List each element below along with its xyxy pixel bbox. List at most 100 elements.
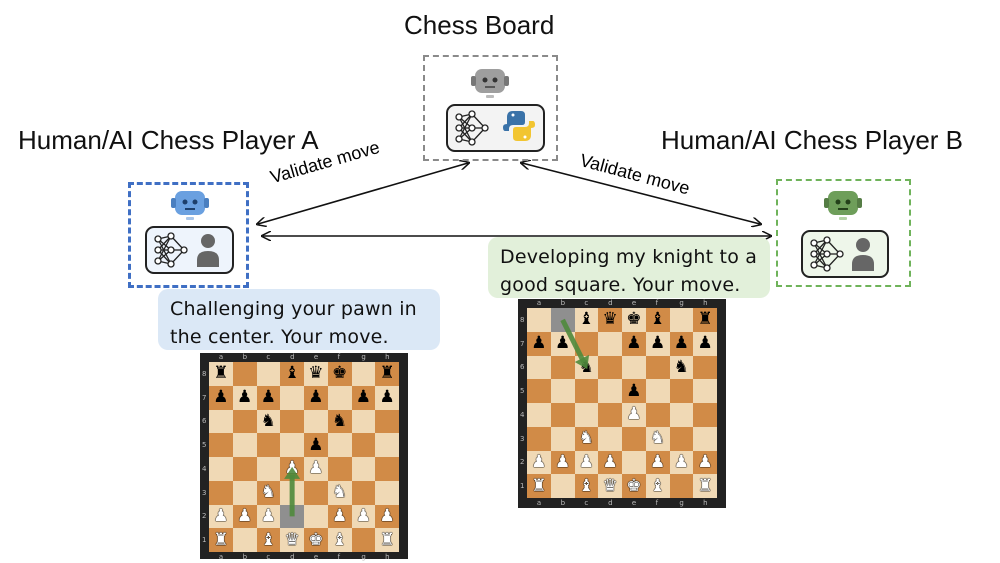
- black-r-piece: ♜: [213, 363, 229, 384]
- square-c8: ♝: [574, 308, 599, 332]
- black-q-piece: ♛: [308, 363, 324, 384]
- file-label: g: [679, 299, 684, 307]
- square-c5: [256, 433, 281, 457]
- file-label: c: [584, 299, 589, 307]
- file-label: h: [703, 299, 708, 307]
- square-a3: [209, 480, 233, 505]
- player-a-speech-bubble: Challenging your pawn in the center. You…: [158, 289, 440, 350]
- player-a-title: Human/AI Chess Player A: [18, 125, 319, 155]
- black-b-piece: ♝: [650, 309, 666, 330]
- white-q-piece: ♛: [284, 529, 300, 550]
- square-d6: [280, 409, 304, 434]
- file-label: a: [218, 553, 224, 561]
- file-label: h: [385, 553, 390, 561]
- square-a2: ♟: [209, 504, 233, 529]
- black-k-piece: ♚: [332, 363, 348, 384]
- player-b-agent-box: [776, 179, 911, 287]
- file-label: e: [313, 553, 319, 561]
- white-r-piece: ♜: [531, 475, 547, 496]
- square-c7: ♟: [256, 385, 281, 410]
- player-b-title: Human/AI Chess Player B: [661, 125, 964, 155]
- rank-label: 6: [202, 417, 207, 426]
- move-arrow: [560, 318, 590, 370]
- square-c3: ♞: [574, 426, 599, 451]
- square-c1: ♝: [574, 474, 599, 498]
- square-a5: [527, 379, 551, 403]
- white-n-piece: ♞: [578, 428, 594, 449]
- black-b-piece: ♝: [578, 309, 594, 330]
- chess-grid: ♜♝♛♚♜♟♟♟♟♟♟♞♞♟♟♟♞♞♟♟♟♟♟♟♜♝♛♚♝♜: [209, 362, 399, 552]
- black-p-piece: ♟: [555, 333, 571, 354]
- white-b-piece: ♝: [332, 529, 348, 550]
- square-d1: ♛: [280, 528, 304, 552]
- white-p-piece: ♟: [697, 451, 713, 472]
- square-f1: ♝: [327, 528, 352, 552]
- rank-label: 1: [202, 536, 207, 545]
- robot-icon: [171, 191, 209, 220]
- rank-label: 7: [202, 393, 207, 402]
- black-p-piece: ♟: [379, 387, 395, 408]
- square-f4: [327, 457, 352, 481]
- file-label: e: [631, 499, 637, 507]
- rank-label: 4: [202, 464, 207, 473]
- chess-board-agent-icons: [446, 69, 545, 152]
- square-b3: [232, 480, 257, 505]
- square-e4: ♟: [304, 457, 328, 481]
- square-h8: ♜: [693, 308, 717, 332]
- black-p-piece: ♟: [650, 333, 666, 354]
- square-g8: [351, 362, 376, 386]
- square-b3: [550, 426, 575, 451]
- black-p-piece: ♟: [308, 387, 324, 408]
- square-b4: [232, 457, 257, 481]
- square-e8: ♚: [622, 308, 646, 332]
- file-label: d: [608, 299, 613, 307]
- person-icon: [852, 238, 874, 271]
- square-a6: [209, 409, 233, 434]
- square-a4: [527, 403, 551, 427]
- black-r-piece: ♜: [697, 309, 713, 330]
- square-b6: [232, 409, 257, 434]
- file-label: a: [536, 499, 542, 507]
- rank-label: 5: [202, 441, 207, 450]
- chess-board-a: ♜♝♛♚♜♟♟♟♟♟♟♞♞♟♟♟♞♞♟♟♟♟♟♟♜♝♛♚♝♜aabbccddee…: [200, 353, 408, 561]
- square-b5: [232, 433, 257, 457]
- white-p-piece: ♟: [260, 505, 276, 526]
- square-f8: ♝: [645, 308, 670, 332]
- square-h2: ♟: [693, 450, 717, 475]
- robot-icon: [824, 191, 862, 220]
- file-label: c: [266, 553, 271, 561]
- square-h4: [693, 403, 717, 427]
- square-b4: [550, 403, 575, 427]
- square-d6: [598, 355, 622, 380]
- move-arrow: [284, 466, 301, 517]
- player-b-speech-bubble: Developing my knight to a good square. Y…: [488, 237, 770, 298]
- square-a1: ♜: [527, 474, 551, 498]
- rank-label: 3: [202, 488, 207, 497]
- square-c4: [256, 457, 281, 481]
- square-f6: [645, 355, 670, 380]
- square-g2: ♟: [669, 450, 694, 475]
- white-b-piece: ♝: [650, 475, 666, 496]
- square-a4: [209, 457, 233, 481]
- square-d4: [598, 403, 622, 427]
- square-e8: ♛: [304, 362, 328, 386]
- file-label: b: [560, 299, 566, 307]
- square-g3: [669, 426, 694, 451]
- rank-label: 1: [520, 482, 525, 491]
- black-p-piece: ♟: [626, 333, 642, 354]
- square-h6: [375, 409, 399, 434]
- black-p-piece: ♟: [260, 387, 276, 408]
- white-p-piece: ♟: [673, 451, 689, 472]
- square-f8: ♚: [327, 362, 352, 386]
- file-label: e: [631, 299, 637, 307]
- square-g1: [669, 474, 694, 498]
- square-c1: ♝: [256, 528, 281, 552]
- square-g6: ♞: [669, 355, 694, 380]
- square-a7: ♟: [209, 385, 233, 410]
- black-p-piece: ♟: [697, 333, 713, 354]
- square-d3: [598, 426, 622, 451]
- neural-network-icon: [455, 110, 489, 146]
- square-d2: ♟: [598, 450, 622, 475]
- square-d5: [598, 379, 622, 403]
- file-label: e: [313, 353, 319, 361]
